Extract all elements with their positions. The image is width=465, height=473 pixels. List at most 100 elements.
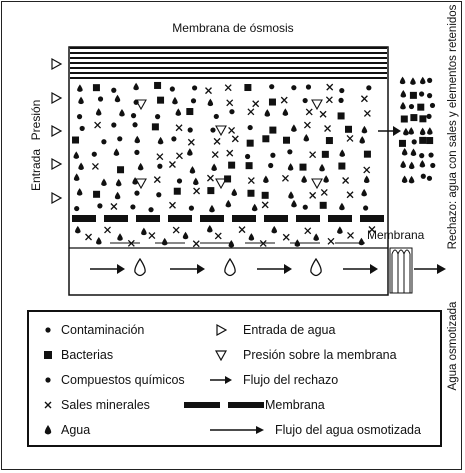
square-icon — [246, 139, 254, 147]
drop-icon — [187, 148, 193, 156]
cross-icon — [156, 153, 164, 161]
drop-icon — [78, 162, 84, 171]
dot-icon — [148, 207, 154, 213]
cross-icon — [168, 161, 176, 168]
drop-icon — [427, 127, 433, 135]
drop-icon — [399, 76, 406, 85]
square-icon — [247, 189, 255, 197]
dot-icon — [190, 98, 197, 104]
membrane-dash — [72, 215, 96, 222]
cross-icon — [342, 177, 350, 184]
square-icon — [268, 98, 276, 106]
membrane-dash — [264, 215, 288, 222]
square-icon — [321, 150, 329, 158]
dot-icon — [426, 93, 433, 99]
drop-icon — [101, 178, 107, 186]
triangle-down-icon — [215, 178, 227, 190]
drop-icon — [172, 96, 178, 105]
drop-icon — [134, 135, 141, 144]
triangle-down-icon — [311, 178, 323, 190]
dot-icon — [171, 136, 177, 142]
label-presion: Presión — [29, 100, 43, 141]
square-icon — [186, 108, 194, 116]
square-icon — [207, 187, 215, 195]
membrane-dash — [104, 215, 128, 222]
membrane-dash — [328, 215, 352, 222]
drop-icon — [264, 109, 271, 117]
square-icon — [262, 135, 270, 143]
drop-icon — [419, 127, 426, 136]
dot-icon — [188, 205, 195, 211]
legend-label: Sales minerales — [61, 398, 150, 412]
dot-icon — [79, 125, 85, 132]
dot-icon — [419, 91, 425, 97]
triangle-down-icon — [135, 99, 147, 111]
dot-icon — [366, 85, 372, 91]
dot-icon — [111, 122, 117, 128]
legend-item-presion: Presión sobre la membrana — [207, 348, 397, 362]
dot-icon — [244, 153, 251, 160]
dot-icon — [420, 173, 426, 179]
square-icon — [245, 162, 253, 170]
drop-icon — [291, 199, 297, 208]
cross-icon — [94, 121, 102, 129]
drop-icon — [403, 127, 409, 136]
cross-icon — [261, 201, 269, 209]
cross-icon — [247, 108, 255, 116]
legend-label: Bacterias — [61, 348, 114, 362]
dot-icon — [157, 163, 163, 169]
drop-icon — [410, 77, 416, 85]
cross-icon — [193, 187, 201, 195]
drop-icon — [77, 84, 83, 92]
drop-icon — [211, 163, 217, 171]
dot-icon — [302, 204, 308, 210]
triangle-down-icon — [215, 125, 227, 137]
dot-icon — [229, 109, 235, 115]
dot-icon — [426, 113, 432, 119]
dot-icon — [97, 96, 104, 102]
drop-icon — [319, 163, 325, 172]
flow-arrowhead — [284, 264, 292, 274]
drop-icon — [157, 136, 164, 145]
vessel-outline — [68, 46, 389, 296]
drop-icon — [337, 226, 343, 234]
drop-outline-icon — [310, 257, 322, 277]
legend-item-compuestos: Compuestos químicos — [43, 373, 185, 387]
square-icon — [173, 187, 181, 195]
cross-icon — [192, 240, 200, 248]
cross-icon — [363, 166, 371, 174]
dot-icon — [76, 114, 83, 120]
square-icon — [261, 191, 269, 199]
cross-icon — [324, 125, 332, 132]
membrane-label: Membrana — [367, 228, 425, 242]
cross-icon — [282, 233, 290, 241]
dot-icon — [91, 151, 97, 157]
legend-item-sales: Sales minerales — [43, 398, 150, 412]
cross-icon — [327, 237, 335, 245]
flow-arrowhead — [117, 264, 125, 274]
legend-item-contaminacion: Contaminación — [43, 323, 144, 337]
square-icon — [117, 166, 125, 174]
triangle-right-icon — [51, 157, 63, 171]
dot-icon — [155, 114, 161, 120]
label-entrada: Entrada — [29, 149, 43, 191]
drop-icon — [282, 108, 289, 116]
dot-icon — [176, 178, 183, 184]
membrane-dash — [200, 215, 224, 222]
square-icon — [319, 201, 327, 209]
square-icon — [92, 84, 100, 92]
drop-icon — [96, 237, 102, 245]
drop-icon — [400, 90, 407, 98]
drop-icon — [182, 231, 189, 240]
drop-icon — [339, 149, 346, 157]
triangle-down-icon — [311, 99, 323, 111]
dot-icon — [419, 153, 425, 159]
legend-item-entrada: Entrada de agua — [207, 323, 335, 337]
drop-icon — [313, 233, 319, 241]
dot-icon — [43, 325, 53, 335]
diagram-title: Membrana de ósmosis — [172, 21, 293, 35]
cross-icon — [326, 83, 334, 91]
drop-outline-icon — [224, 257, 236, 277]
drop-icon — [263, 175, 269, 184]
